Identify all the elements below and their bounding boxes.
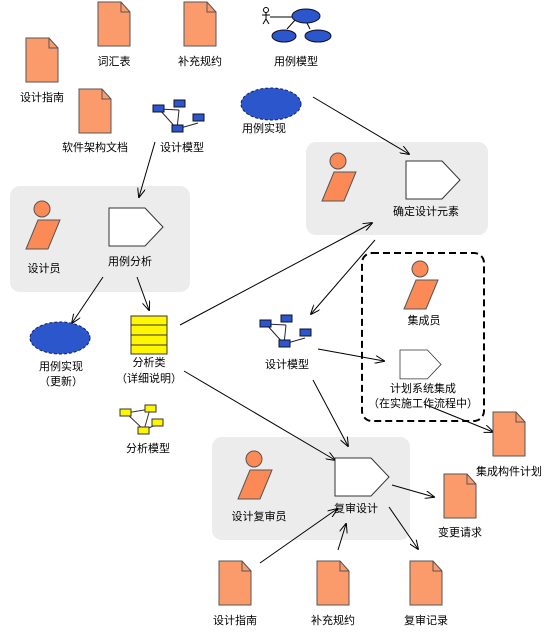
supplementary-spec-label: 补充规约 (178, 54, 222, 68)
plan-system-integration-label-1: 计划系统集成 (390, 381, 456, 395)
arrow-design-model-to-plan (317, 348, 384, 361)
integrator-label: 集成员 (408, 313, 441, 327)
activity-plan-system-integration-icon (399, 349, 442, 380)
analysis-model-icon (119, 404, 164, 435)
arrow-analysis-to-analysis-class (136, 276, 149, 310)
integration-build-plan-document-icon (492, 411, 526, 457)
design-model-middle-label: 设计模型 (265, 357, 309, 371)
change-request-label: 变更请求 (438, 525, 482, 539)
designer-label: 设计员 (28, 262, 61, 275)
arrow-analysis-class-to-identify (179, 223, 372, 326)
design-model-top-label: 设计模型 (160, 140, 204, 154)
arrow-ucr-to-identify (312, 96, 409, 154)
arrow-identify-to-design-model (311, 239, 376, 314)
design-model-top-icon (152, 99, 205, 133)
integrator-worker-icon (403, 260, 439, 310)
analysis-class-label-2: （详细说明） (116, 371, 182, 385)
arrow-review-to-review-record (388, 506, 418, 549)
use-case-analysis-label: 用例分析 (108, 254, 152, 268)
design-model-middle-icon (259, 314, 312, 348)
software-architecture-doc-label: 软件架构文档 (62, 140, 128, 154)
glossary-label: 词汇表 (98, 54, 131, 68)
change-request-document-icon (443, 473, 477, 519)
arrow-analysis-class-to-review (183, 370, 335, 460)
design-guidelines-label: 设计指南 (20, 90, 64, 104)
analysis-model-label: 分析模型 (126, 441, 170, 455)
supplementary-spec-bottom-document-icon (316, 560, 350, 606)
arrow-plan-to-build-plan (423, 403, 493, 432)
use-case-realization-label: 用例实现 (242, 121, 286, 135)
arrow-design-model-to-review (312, 379, 348, 446)
use-case-model-label: 用例模型 (274, 54, 318, 68)
review-record-label: 复审记录 (404, 613, 448, 627)
integration-build-plan-label: 集成构件计划 (476, 464, 542, 478)
design-guidelines-bottom-document-icon (218, 560, 252, 606)
analysis-class-label-1: 分析类 (133, 355, 166, 369)
arrow-guidelines-to-review (259, 509, 337, 564)
analysis-class-icon (130, 315, 168, 355)
arrow-analysis-to-ucr-updated (72, 276, 104, 323)
arrow-design-model-to-use-case-analysis (139, 141, 156, 197)
identify-design-elements-label: 确定设计元素 (393, 204, 459, 218)
design-guidelines-bottom-label: 设计指南 (213, 613, 257, 627)
use-case-realization-updated-label-1: 用例实现 (39, 359, 83, 373)
supplementary-spec-bottom-label: 补充规约 (311, 613, 355, 627)
arrow-review-to-change-request (391, 484, 434, 497)
supplementary-spec-document-icon (183, 1, 217, 47)
panel-review-design (212, 437, 410, 540)
panel-plan-system-integration (361, 252, 485, 422)
design-reviewer-label: 设计复审员 (232, 509, 287, 523)
design-guidelines-document-icon (25, 37, 59, 83)
use-case-model-icon (262, 7, 332, 43)
arrow-supplementary-to-review (337, 524, 346, 551)
review-design-label: 复审设计 (334, 501, 378, 515)
glossary-document-icon (97, 1, 131, 47)
software-architecture-doc-icon (78, 88, 112, 134)
use-case-realization-icon (240, 87, 302, 121)
use-case-realization-updated-icon (29, 321, 91, 355)
use-case-realization-updated-label-2: （更新） (39, 374, 83, 388)
plan-system-integration-label-2: （在实施工作流程中） (368, 396, 478, 410)
review-record-document-icon (409, 560, 443, 606)
